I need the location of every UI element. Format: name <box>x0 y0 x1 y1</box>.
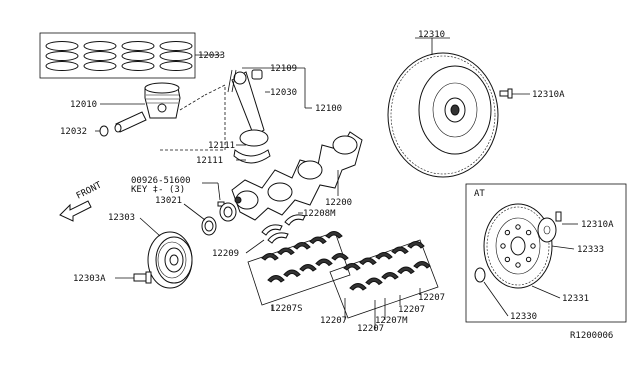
label-12310a: 12310A <box>532 90 565 100</box>
rod-bearing-lower <box>349 283 367 291</box>
piston-ring <box>83 61 117 71</box>
rod-bearing-upper <box>391 246 409 255</box>
label-12100: 12100 <box>315 104 342 114</box>
label-12032: 12032 <box>60 127 87 137</box>
rod-bearing-upper <box>359 257 377 266</box>
piston-ring <box>159 61 193 71</box>
label-12208m: 12208M <box>303 209 336 219</box>
label-12310a-at: 12310A <box>581 220 614 230</box>
reference-code: R1200006 <box>570 331 613 341</box>
label-12330: 12330 <box>510 312 537 322</box>
piston-ring <box>45 41 79 51</box>
connecting-rod <box>231 69 271 164</box>
piston-ring-set <box>39 32 196 79</box>
piston-ring <box>45 51 79 61</box>
flywheel-bolt <box>499 88 513 99</box>
main-bearing-upper <box>309 236 327 245</box>
main-bearing-set <box>247 231 351 306</box>
front-seal <box>201 216 217 236</box>
main-bearing-lower <box>315 258 333 267</box>
rod-bearing-lower <box>365 277 383 286</box>
main-bearing-upper <box>261 253 279 261</box>
rod-bearing-lower <box>381 272 399 280</box>
snap-ring <box>99 125 109 137</box>
piston-ring <box>83 41 117 51</box>
label-12033: 12033 <box>198 51 225 61</box>
main-bearing-lower <box>283 269 301 278</box>
drive-plate-hole <box>504 256 511 263</box>
label-12200: 12200 <box>325 198 352 208</box>
drive-plate-hole <box>515 262 521 268</box>
at-bolt <box>555 211 562 222</box>
drive-plate-hole <box>525 229 532 236</box>
label-front: FRONT <box>75 180 104 201</box>
piston-ring <box>45 61 79 71</box>
main-bearing-upper <box>277 247 295 256</box>
rod-bearing-upper <box>343 263 361 271</box>
crank-sprocket <box>219 202 237 222</box>
at-spacer <box>474 267 486 283</box>
label-12030: 12030 <box>270 88 297 98</box>
label-12333: 12333 <box>577 245 604 255</box>
label-12109: 12109 <box>270 64 297 74</box>
label-12303: 12303 <box>108 213 135 223</box>
label-key: KEY ‡- (3) <box>131 185 185 195</box>
at-section: AT <box>465 183 627 323</box>
label-12207m: 12207M <box>375 316 408 326</box>
rod-bearing-upper <box>375 252 393 260</box>
drive-plate <box>483 203 553 289</box>
crankshaft <box>231 131 363 221</box>
piston-ring <box>121 51 155 61</box>
label-12207-d: 12207 <box>418 293 445 303</box>
label-12207s: 12207S <box>270 304 303 314</box>
piston-ring <box>159 41 193 51</box>
piston <box>144 82 181 119</box>
rod-bearing-lower <box>397 266 415 275</box>
at-title: AT <box>474 189 485 199</box>
crank-pulley <box>147 231 193 289</box>
drive-plate-hole <box>515 224 521 230</box>
label-12010: 12010 <box>70 100 97 110</box>
label-12207-c: 12207 <box>398 305 425 315</box>
piston-ring <box>121 61 155 71</box>
main-bearing-upper <box>293 242 311 250</box>
front-arrow <box>59 200 92 222</box>
rod-bolt <box>227 69 237 93</box>
main-bearing-lower <box>299 264 317 272</box>
flywheel <box>387 52 499 178</box>
rod-bearing-lower <box>413 261 431 269</box>
piston-ring <box>121 41 155 51</box>
piston-ring <box>159 51 193 61</box>
label-12331: 12331 <box>562 294 589 304</box>
drive-plate-hole <box>504 229 511 236</box>
label-13021: 13021 <box>155 196 182 206</box>
label-12303a: 12303A <box>73 274 106 284</box>
drive-plate-hole <box>525 256 532 263</box>
drive-plate-hole <box>500 243 506 249</box>
rod-bearing-set <box>329 239 439 319</box>
label-12209: 12209 <box>212 249 239 259</box>
label-12111-lower: 12111 <box>196 156 223 166</box>
label-12111-upper: 12111 <box>208 141 235 151</box>
label-12310: 12310 <box>418 30 445 40</box>
piston-ring <box>83 51 117 61</box>
main-bearing-upper <box>325 231 343 239</box>
label-00926-51600: 00926-51600 <box>131 176 191 186</box>
drive-plate-hole <box>530 243 536 249</box>
thrust-washers <box>261 214 306 244</box>
label-12207-a: 12207 <box>320 316 347 326</box>
label-12207-b: 12207 <box>357 324 384 334</box>
rod-bearing-upper <box>407 241 425 249</box>
reinforcement-plate <box>537 217 557 243</box>
piston-pin <box>114 111 147 133</box>
main-bearing-lower <box>267 275 285 283</box>
main-bearing-lower <box>331 253 349 261</box>
pulley-bolt <box>133 271 152 284</box>
